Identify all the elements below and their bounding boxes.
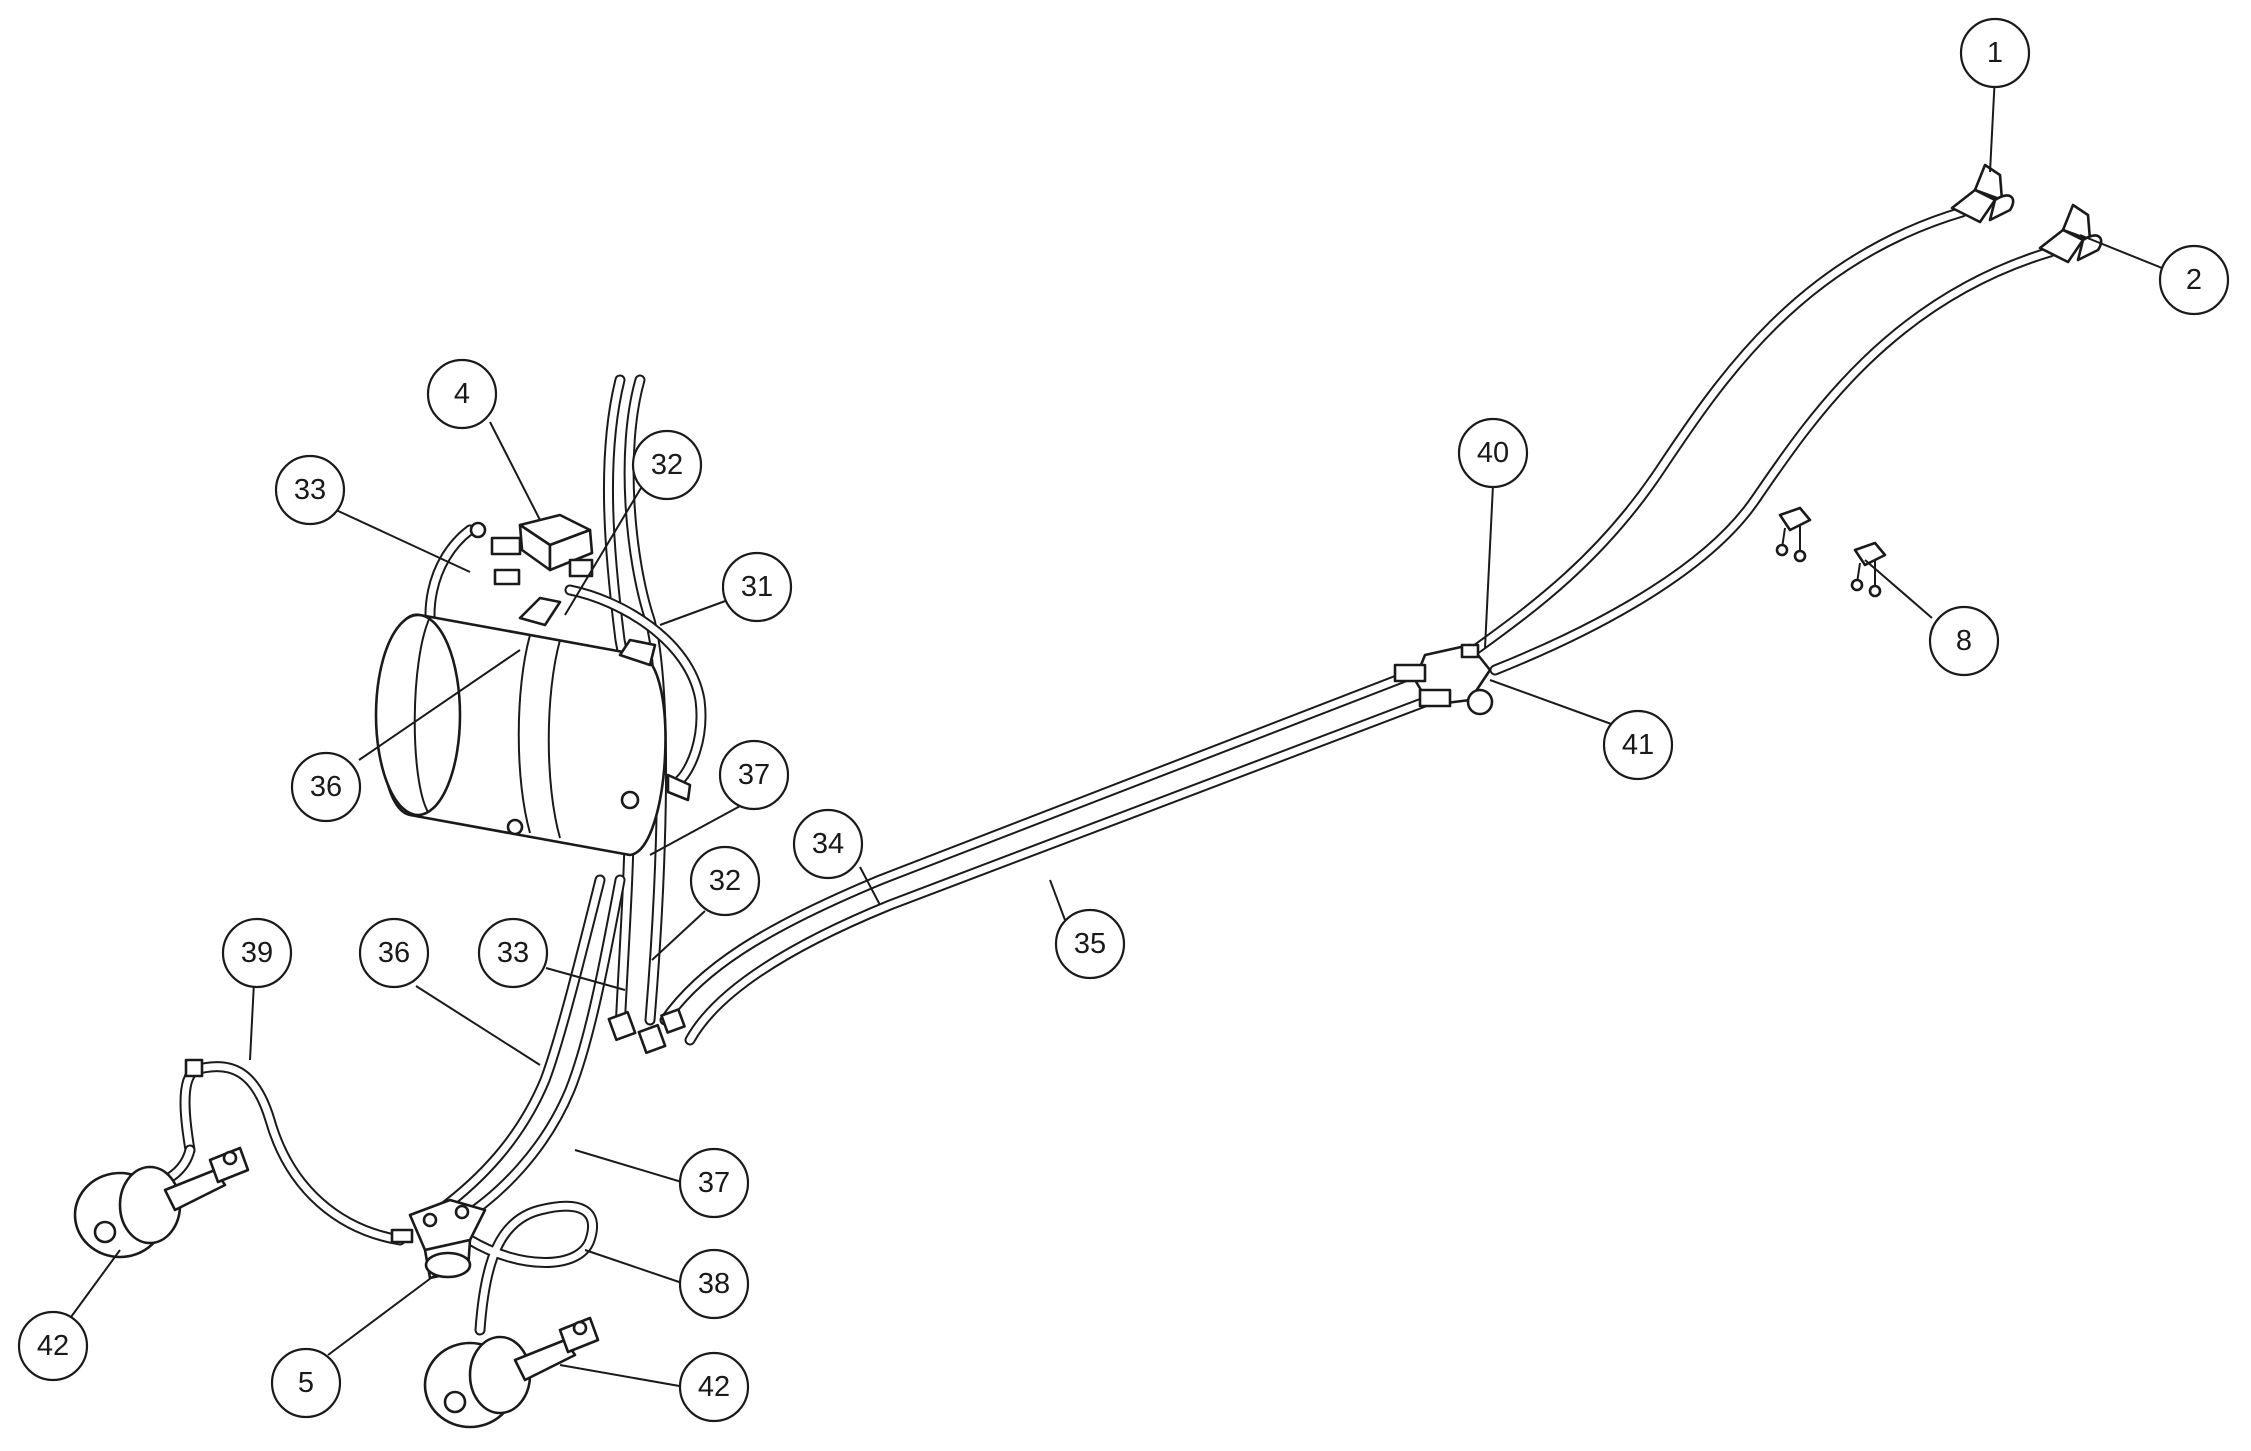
callout-34: 34 <box>792 808 864 880</box>
callout-40: 40 <box>1457 417 1529 489</box>
callout-37-top: 37 <box>718 739 790 811</box>
callout-32-top: 32 <box>631 429 703 501</box>
svg-text:32: 32 <box>651 449 683 481</box>
callout-42-right: 42 <box>678 1351 750 1423</box>
callout-38: 38 <box>678 1248 750 1320</box>
hose-35 <box>684 694 1436 1046</box>
callout-36-bottom: 36 <box>358 917 430 989</box>
svg-text:1: 1 <box>1987 37 2003 69</box>
callout-2: 2 <box>2158 244 2230 316</box>
svg-text:39: 39 <box>241 937 273 969</box>
svg-text:31: 31 <box>741 571 773 603</box>
callout-5: 5 <box>270 1347 342 1419</box>
svg-text:42: 42 <box>698 1371 730 1403</box>
svg-text:34: 34 <box>812 828 844 860</box>
callout-4: 4 <box>426 358 498 430</box>
leader-lines <box>70 74 2163 1388</box>
hose-39 <box>179 1061 406 1246</box>
coupling-1 <box>1950 163 2015 224</box>
svg-text:36: 36 <box>378 937 410 969</box>
svg-text:38: 38 <box>698 1268 730 1300</box>
callout-35: 35 <box>1054 908 1126 980</box>
svg-text:2: 2 <box>2186 264 2202 296</box>
callout-32-bottom: 32 <box>689 845 761 917</box>
brake-chamber-right <box>423 1316 600 1429</box>
hose-fittings <box>184 1008 686 1078</box>
svg-text:37: 37 <box>738 759 770 791</box>
hose-to-coupling-1 <box>1469 206 1968 656</box>
svg-text:42: 42 <box>37 1330 69 1362</box>
callout-37-bottom: 37 <box>678 1147 750 1219</box>
svg-text:5: 5 <box>298 1367 314 1399</box>
callout-41: 41 <box>1602 709 1674 781</box>
air-tank <box>374 596 692 857</box>
callout-8: 8 <box>1928 605 2000 677</box>
hose-brackets <box>1775 506 1887 598</box>
svg-text:41: 41 <box>1622 729 1654 761</box>
coupling-2 <box>2038 203 2103 264</box>
callout-39: 39 <box>221 917 293 989</box>
callouts: 1 2 4 33 32 31 40 8 <box>17 17 2230 1423</box>
callout-33-bottom: 33 <box>477 917 549 989</box>
tee-fittings <box>1393 643 1494 716</box>
emergency-relay-valve <box>469 513 594 586</box>
svg-text:36: 36 <box>310 771 342 803</box>
svg-text:32: 32 <box>709 865 741 897</box>
svg-text:8: 8 <box>1956 625 1972 657</box>
brake-chamber-left <box>73 1146 250 1259</box>
relay-valve <box>390 1198 487 1280</box>
svg-text:4: 4 <box>454 378 470 410</box>
callout-36-top: 36 <box>290 751 362 823</box>
svg-text:37: 37 <box>698 1167 730 1199</box>
svg-text:35: 35 <box>1074 928 1106 960</box>
svg-text:33: 33 <box>497 937 529 969</box>
callout-33-top: 33 <box>274 454 346 526</box>
svg-text:33: 33 <box>294 474 326 506</box>
callout-31: 31 <box>721 551 793 623</box>
callout-1: 1 <box>1959 17 2031 89</box>
callout-42-left: 42 <box>17 1310 89 1382</box>
svg-text:40: 40 <box>1477 437 1509 469</box>
